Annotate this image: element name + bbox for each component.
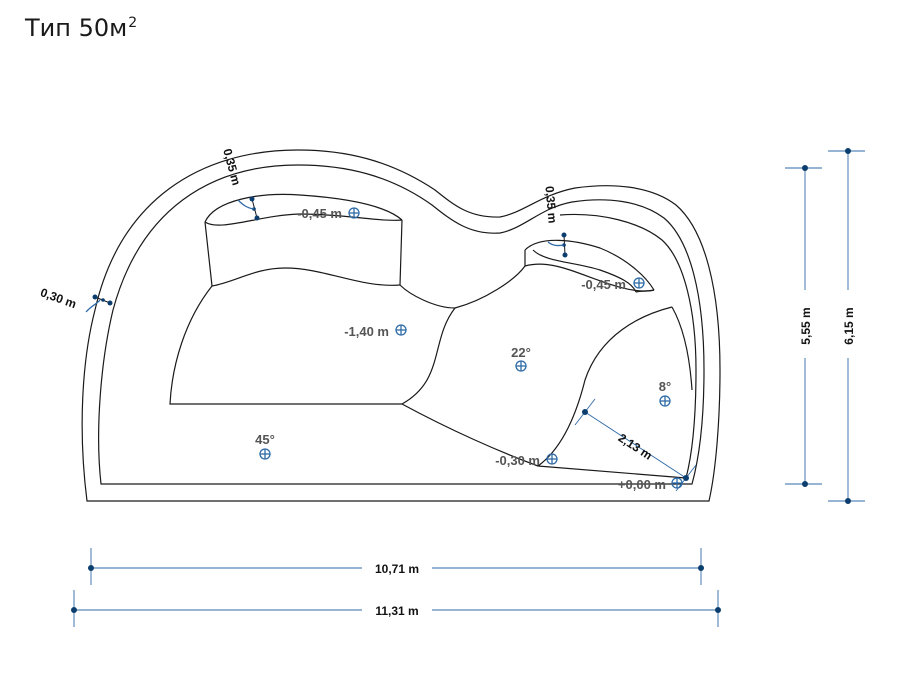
marker-zero xyxy=(671,477,683,489)
marker-shelf-right xyxy=(633,277,645,289)
depth-shelf-right-label: -0,45 m xyxy=(581,277,626,292)
dim-inner-height-dot-bottom xyxy=(802,481,808,487)
wall-left-angle-arc xyxy=(85,299,101,313)
right-bench-bottom xyxy=(524,263,655,292)
right-bench-top xyxy=(524,239,655,291)
dim-inner-height-dot-top xyxy=(802,165,808,171)
left-bench-front xyxy=(204,213,403,226)
angle-22-label: 22° xyxy=(511,345,531,360)
left-bench-bottom xyxy=(211,267,401,287)
left-bench-sides xyxy=(204,219,403,287)
marker-shelf-left xyxy=(348,207,360,219)
marker-angle-22 xyxy=(515,360,527,372)
wall-top-right-dot-b xyxy=(562,252,568,258)
shallow-curve xyxy=(537,306,673,467)
dim-inner-height-label: 5,55 m xyxy=(799,307,813,344)
dim-outer-width-label: 11,31 m xyxy=(375,604,418,618)
title-superscript: 2 xyxy=(128,15,138,31)
dim-outer-height-label: 6,15 m xyxy=(842,307,856,344)
wall-top-left-dot-a xyxy=(249,196,255,202)
marker-deep xyxy=(395,324,407,336)
dim-diagonal-dot-end xyxy=(683,475,689,481)
wall-left-dot-b xyxy=(107,300,113,306)
depth-entry-label: -0,30 m xyxy=(495,453,540,468)
dim-outer-width-dot-right xyxy=(715,607,721,613)
pool-outer-outline xyxy=(81,149,721,502)
dim-inner-width-dot-right xyxy=(698,565,704,571)
wall-left-dot-a xyxy=(92,294,98,300)
marker-angle-45 xyxy=(259,448,271,460)
marker-entry xyxy=(546,453,558,465)
wall-top-left-dot-b xyxy=(254,215,260,221)
dim-inner-width-label: 10,71 m xyxy=(375,562,419,576)
left-bench-top xyxy=(204,193,403,223)
wall-top-right-angle-arc xyxy=(547,241,565,247)
dim-inner-width-dot-left xyxy=(88,565,94,571)
wall-top-left-angle-arc xyxy=(237,199,255,210)
right-bench-inner xyxy=(524,249,637,293)
dim-outer-height-dot-bottom xyxy=(845,498,851,504)
pool-wall-line-right xyxy=(559,213,697,479)
depth-zero-label: +0,00 m xyxy=(618,477,666,492)
deep-to-right-bench xyxy=(454,265,526,309)
dim-outer-width-dot-left xyxy=(71,607,77,613)
wall-top-right-dot-a xyxy=(561,232,567,238)
dim-diagonal-label: 2,13 m xyxy=(616,431,655,463)
marker-angle-8 xyxy=(659,395,671,407)
dim-outer-height-dot-top xyxy=(845,148,851,154)
dim-diagonal-dot-start xyxy=(582,409,588,415)
wall-top-right-label: 0,35 m xyxy=(542,185,559,223)
pool-inner-outline xyxy=(98,164,705,485)
depth-shelf-left-label: -0,45 m xyxy=(297,206,342,221)
plan-title: Тип 50м2 xyxy=(25,14,137,42)
wall-left-label: 0,30 m xyxy=(38,285,78,311)
deep-area-left-edge xyxy=(169,285,402,405)
shallow-edge-right xyxy=(671,306,693,391)
angle-45-label: 45° xyxy=(255,432,275,447)
depth-deep-label: -1,40 m xyxy=(344,324,389,339)
slope-line-upper xyxy=(401,403,687,479)
angle-8-label: 8° xyxy=(659,379,671,394)
deep-area-divider xyxy=(399,284,457,405)
title-text: Тип 50м xyxy=(25,14,128,42)
wall-top-left-label: 0,35 m xyxy=(220,147,243,187)
dim-diagonal-line xyxy=(584,411,687,479)
wall-left-dot-mid xyxy=(101,298,105,302)
